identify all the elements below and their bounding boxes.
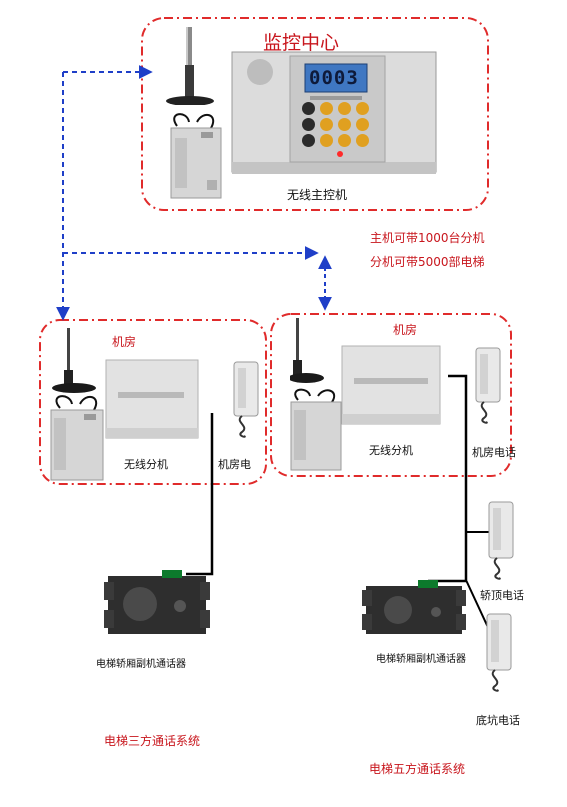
right-room-title: 机房 <box>393 323 418 337</box>
left-phone-label: 机房电 <box>218 458 251 471</box>
right-slave-label: 无线分机 <box>369 444 413 457</box>
power-supply-icon <box>48 392 108 482</box>
left-wire <box>186 413 214 576</box>
pit-phone-label: 底坑电话 <box>476 714 520 727</box>
master-controller-icon: 0003 <box>230 50 440 180</box>
phone-icon <box>485 612 515 692</box>
phone-icon <box>474 346 504 424</box>
left-system-label: 电梯三方通话系统 <box>104 734 201 748</box>
note-line1: 主机可带1000台分机 <box>370 231 485 245</box>
right-phone-label: 机房电话 <box>472 446 516 459</box>
antenna-icon <box>165 25 215 106</box>
left-room-title: 机房 <box>112 335 137 349</box>
note-line2: 分机可带5000部电梯 <box>370 255 485 269</box>
right-wire-trunk <box>448 374 468 580</box>
right-system-label: 电梯五方通话系统 <box>369 762 466 776</box>
slave-unit-icon <box>104 358 202 442</box>
intercom-icon <box>362 578 466 636</box>
antenna-icon <box>288 316 340 384</box>
slave-unit-icon <box>340 344 444 428</box>
right-intercom-label: 电梯轿厢副机通话器 <box>376 654 466 665</box>
host-label: 无线主控机 <box>287 188 348 202</box>
keypad <box>302 102 372 150</box>
car-top-phone-label: 轿顶电话 <box>480 589 524 602</box>
left-room-box <box>39 319 267 485</box>
power-supply-icon <box>167 110 225 200</box>
left-intercom-label: 电梯轿厢副机通话器 <box>96 659 186 670</box>
monitor-center-box <box>141 17 489 211</box>
lcd-readout: 0003 <box>309 67 359 89</box>
right-room-box <box>270 313 512 477</box>
power-supply-icon <box>288 386 346 472</box>
phone-icon <box>487 500 517 580</box>
monitor-center-title: 监控中心 <box>263 32 340 54</box>
intercom-icon <box>104 566 210 638</box>
phone-icon <box>232 360 262 438</box>
antenna-icon <box>50 326 100 394</box>
left-slave-label: 无线分机 <box>124 458 168 471</box>
